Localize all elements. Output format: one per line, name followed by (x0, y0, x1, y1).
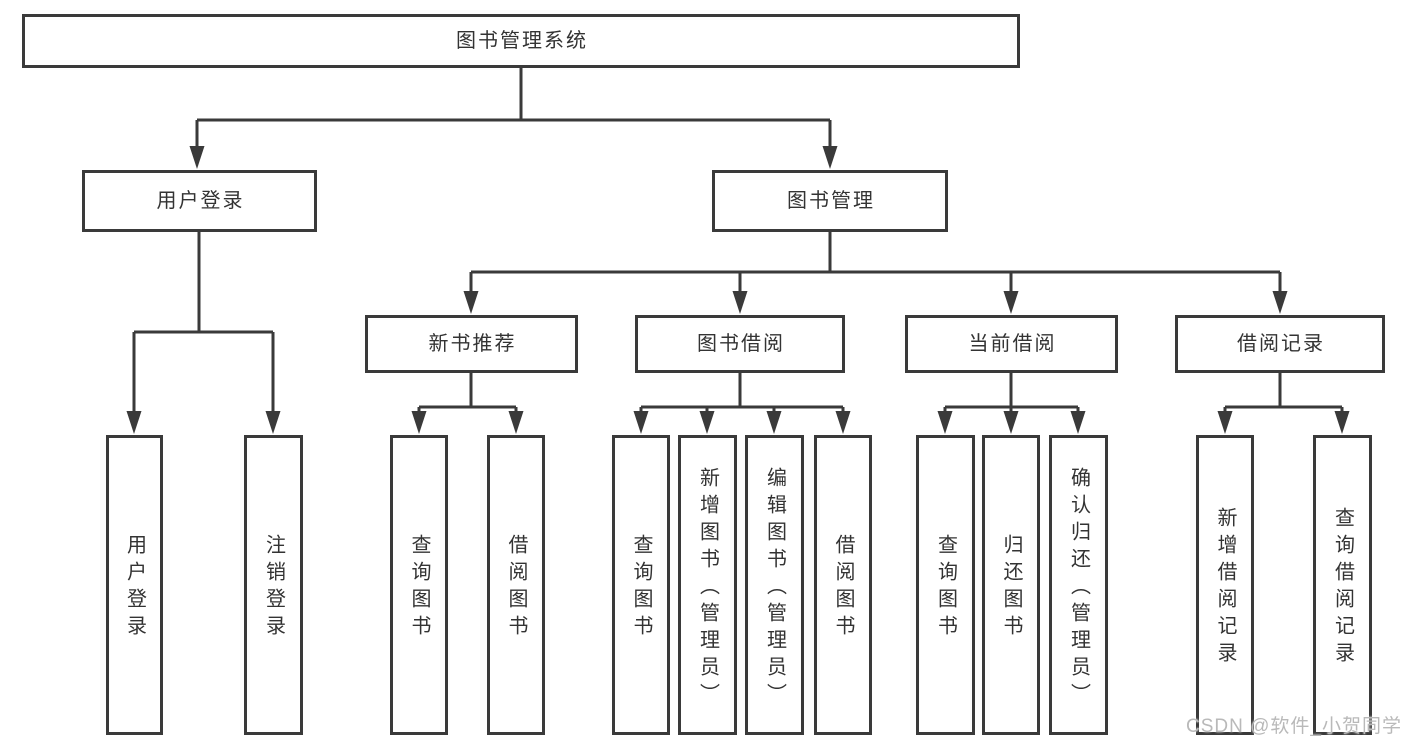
node-book-borrow: 图书借阅 (635, 315, 845, 373)
arrowhead-down-icon (463, 291, 479, 314)
arrowhead-down-icon (699, 411, 715, 434)
leaf-borrow-books: 借阅图书 (814, 435, 872, 735)
arrowhead-down-icon (265, 411, 281, 434)
node-book-management: 图书管理 (712, 170, 948, 232)
arrowhead-down-icon (411, 411, 427, 434)
arrowhead-down-icon (732, 291, 748, 314)
node-borrow-records: 借阅记录 (1175, 315, 1385, 373)
arrowhead-down-icon (508, 411, 524, 434)
arrowhead-down-icon (937, 411, 953, 434)
arrowhead-down-icon (1217, 411, 1233, 434)
arrowhead-down-icon (835, 411, 851, 434)
leaf-confirm-return-admin: 确认归还（管理员） (1049, 435, 1108, 735)
leaf-query-borrow-record: 查询借阅记录 (1313, 435, 1372, 735)
arrowhead-down-icon (1070, 411, 1086, 434)
leaf-query-books-current: 查询图书 (916, 435, 975, 735)
csdn-watermark: CSDN @软件_小贺同学 (1186, 716, 1402, 737)
arrowhead-down-icon (1334, 411, 1350, 434)
leaf-query-books-recommend: 查询图书 (390, 435, 448, 735)
node-new-book-recommend: 新书推荐 (365, 315, 578, 373)
leaf-add-book-admin: 新增图书（管理员） (678, 435, 737, 735)
arrowhead-down-icon (633, 411, 649, 434)
arrowhead-down-icon (1272, 291, 1288, 314)
leaf-user-login: 用户登录 (106, 435, 163, 735)
leaf-logout: 注销登录 (244, 435, 303, 735)
arrowhead-down-icon (822, 146, 838, 169)
node-user-login: 用户登录 (82, 170, 317, 232)
arrowhead-down-icon (766, 411, 782, 434)
node-current-borrow: 当前借阅 (905, 315, 1118, 373)
leaf-query-books-borrow: 查询图书 (612, 435, 670, 735)
leaf-edit-book-admin: 编辑图书（管理员） (745, 435, 804, 735)
arrowhead-down-icon (1003, 291, 1019, 314)
leaf-add-borrow-record: 新增借阅记录 (1196, 435, 1254, 735)
leaf-return-book: 归还图书 (982, 435, 1040, 735)
arrowhead-down-icon (126, 411, 142, 434)
node-root-library-system: 图书管理系统 (22, 14, 1020, 68)
arrowhead-down-icon (189, 146, 205, 169)
leaf-borrow-books-recommend: 借阅图书 (487, 435, 545, 735)
arrowhead-down-icon (1003, 411, 1019, 434)
